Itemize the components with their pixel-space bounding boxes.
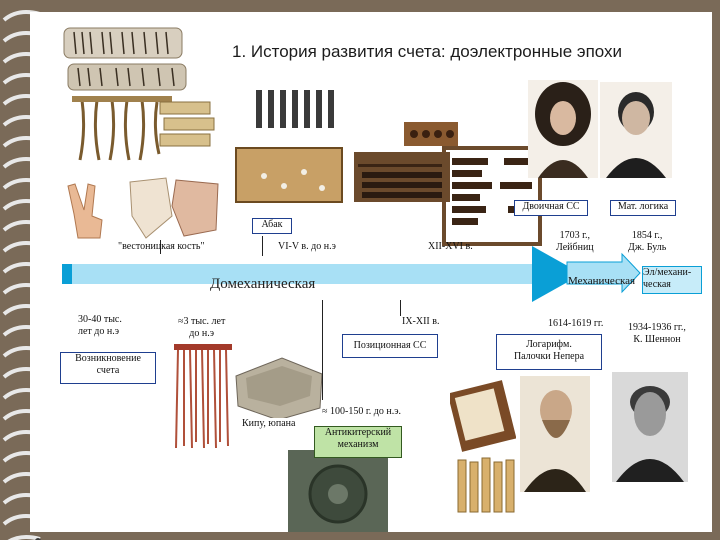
- leibniz-label: 1703 г., Лейбниц: [556, 230, 594, 254]
- binary-box: Двоичная СС: [514, 200, 588, 216]
- kipu-image: [172, 342, 234, 452]
- abacus-date-label: VI-V в. до н.э: [278, 241, 336, 253]
- ago-3-label: ≈3 тыс. лет до н.э: [178, 316, 225, 340]
- napier-rods-image: [452, 452, 520, 518]
- slide-title: 1. История развития счета: доэлектронные…: [232, 42, 622, 62]
- boole-label: 1854 г., Дж. Буль: [628, 230, 666, 254]
- mechanical-label: Механическая: [568, 275, 635, 287]
- suanpan-image: [352, 150, 452, 204]
- bone-label: "вестоницкая кость": [118, 241, 204, 253]
- leibniz-portrait: [528, 80, 598, 178]
- kipu-label: Кипу, юпана: [242, 418, 295, 430]
- antikythera-image: [288, 450, 388, 532]
- timeline-label: Домеханическая: [210, 276, 315, 293]
- abacus-xii-label: XII-XVI в.: [428, 241, 473, 253]
- hand-peace-icon: [64, 180, 122, 240]
- year-1614-label: 1614-1619 гг.: [548, 318, 603, 330]
- counting-board-image: [234, 146, 346, 206]
- origin-box: Возникновение счета: [60, 352, 156, 384]
- tablets-image: [158, 100, 218, 150]
- napier-box: Логарифм. Палочки Непера: [496, 334, 602, 370]
- tick-line: [322, 300, 323, 400]
- abacus-image: [252, 86, 342, 138]
- abacus-box: Абак: [252, 218, 292, 234]
- tick-line: [262, 236, 263, 256]
- ix-xii-label: IX-XII в.: [402, 316, 440, 328]
- schoty-image: [442, 146, 542, 248]
- napier-bones-box-image: [450, 376, 516, 456]
- napier-portrait: [520, 376, 590, 492]
- antikythera-date-label: ≈ 100-150 г. до н.э.: [322, 406, 401, 418]
- ago-30-40-label: 30-40 тыс. лет до н.э: [78, 314, 122, 338]
- shannon-portrait: [612, 372, 688, 482]
- positional-box: Позиционная СС: [342, 334, 438, 358]
- yupana-image: [232, 354, 326, 422]
- electromechanical-label: Эл/механи- ческая: [642, 266, 702, 294]
- shannon-label: 1934-1936 гг., К. Шеннон: [628, 322, 686, 346]
- vestonice-bone-image: [126, 176, 224, 242]
- mathlogic-box: Мат. логика: [610, 200, 676, 216]
- antikythera-box: Антикитерский механизм: [314, 426, 402, 458]
- tick-line: [400, 300, 401, 316]
- small-abacus-image: [402, 120, 460, 148]
- boole-portrait: [600, 82, 672, 178]
